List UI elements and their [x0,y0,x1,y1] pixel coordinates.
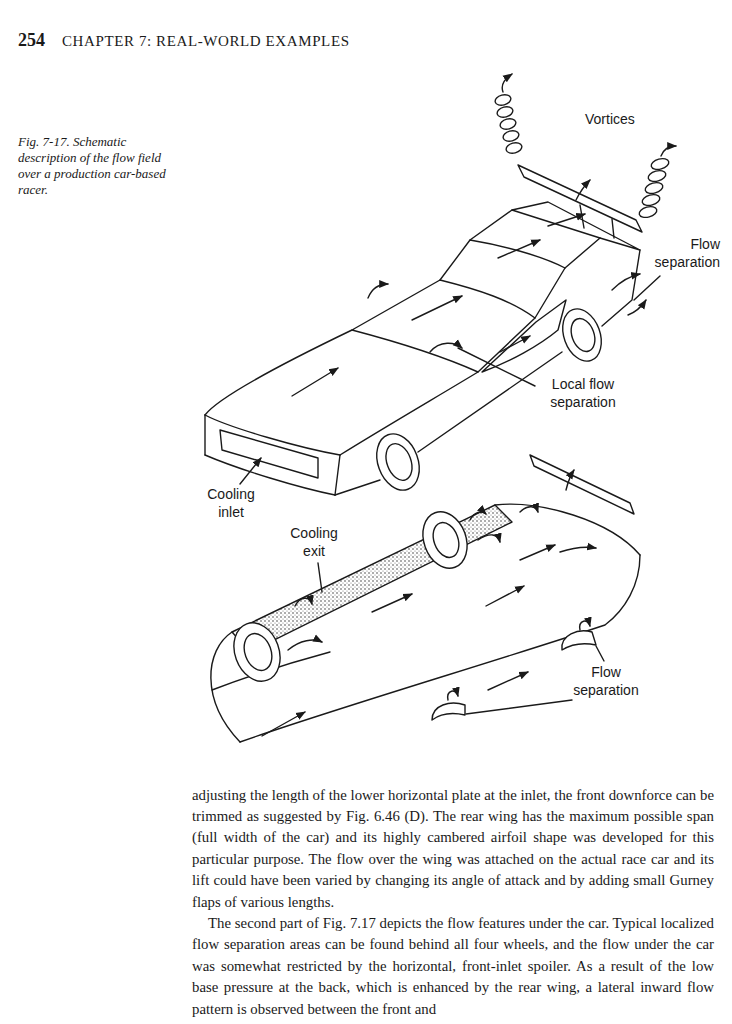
leader-line [634,276,660,300]
body-paragraph: The second part of Fig. 7.17 depicts the… [192,913,714,1020]
running-head: CHAPTER 7: REAL-WORLD EXAMPLES [62,33,350,50]
callout-label: Vortices [585,111,657,129]
vortex [638,146,676,219]
leader-line [458,348,535,386]
body-paragraph: adjusting the length of the lower horizo… [192,785,714,913]
page-number: 254 [18,30,45,51]
callout-label: Local flow separation [538,376,628,411]
callout-label: Cooling inlet [200,486,262,521]
figure-caption: Fig. 7-17. Schematic description of the … [18,134,186,198]
top-car [205,74,676,496]
leader-line [318,563,322,592]
leader-line [466,700,572,714]
bottom-car [211,455,640,742]
leader-line [596,646,604,661]
body-text: adjusting the length of the lower horizo… [192,785,714,1020]
vortex [494,74,523,155]
callout-label: Flow separation [638,236,720,271]
callout-label: Flow separation [568,664,644,699]
leader-line [240,458,261,484]
callout-label: Cooling exit [283,525,345,560]
